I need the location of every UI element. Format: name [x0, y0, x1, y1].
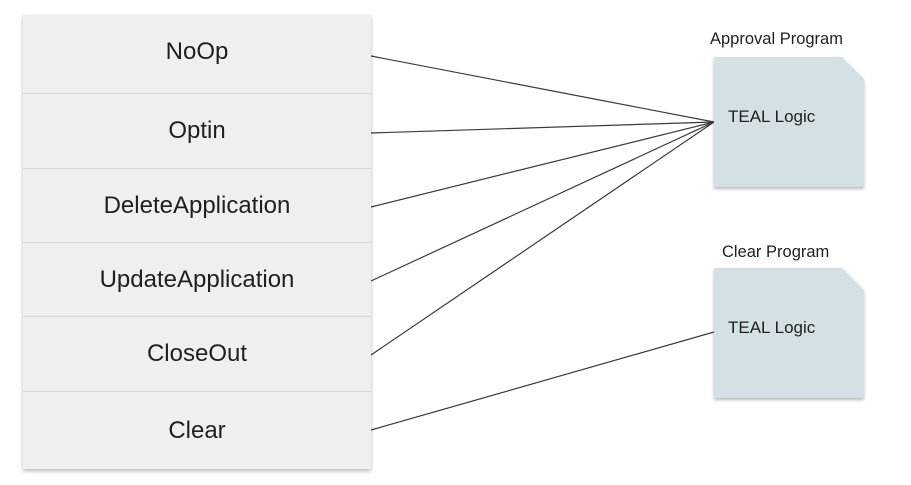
call-type-noop: NoOp — [23, 15, 371, 89]
call-type-clear: Clear — [23, 391, 371, 469]
clear-program-body: TEAL Logic — [728, 318, 816, 337]
connector-noop-approval — [370, 55, 715, 123]
connector-optin-approval — [370, 121, 715, 134]
connector-update-approval — [370, 121, 715, 282]
connector-clear-clearprogram — [370, 331, 715, 431]
clear-program-title: Clear Program — [722, 243, 830, 261]
approval-program-body: TEAL Logic — [728, 107, 816, 126]
document-icon — [714, 57, 864, 187]
call-type-update-application: UpdateApplication — [23, 242, 371, 316]
connector-delete-approval — [370, 121, 715, 208]
call-type-optin: Optin — [23, 93, 371, 167]
call-type-closeout: CloseOut — [23, 316, 371, 390]
approval-program-title: Approval Program — [710, 30, 843, 48]
approval-program-doc: TEAL Logic — [714, 57, 864, 187]
clear-program-doc: TEAL Logic — [714, 268, 864, 398]
on-completion-call-types: NoOp Optin DeleteApplication UpdateAppli… — [23, 15, 371, 469]
connector-closeout-approval — [370, 121, 715, 356]
document-icon — [714, 268, 864, 398]
call-type-delete-application: DeleteApplication — [23, 168, 371, 242]
